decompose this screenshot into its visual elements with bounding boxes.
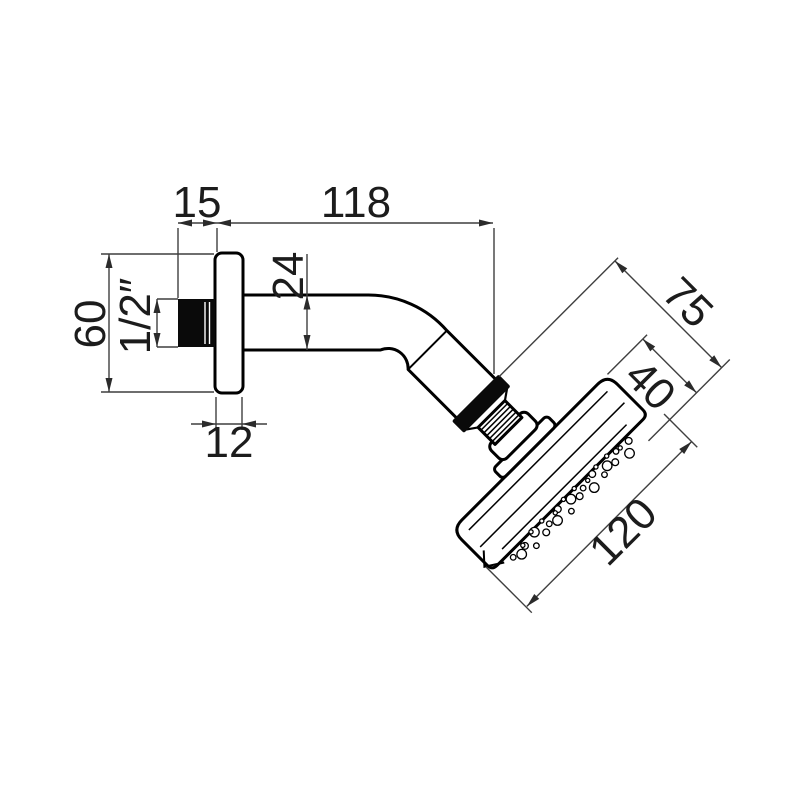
nozzle-dot: [601, 460, 613, 472]
head-faceplate-line: [501, 424, 628, 550]
dim-plate-height-label: 60: [66, 300, 115, 349]
dim-arrow: [105, 378, 113, 392]
dim-arrow: [303, 295, 311, 310]
nozzle-dot: [545, 520, 553, 528]
head-parting-line: [479, 402, 625, 548]
coupling-rib: [480, 402, 509, 431]
dim-plate-thickness-label: 12: [205, 418, 254, 467]
nozzle-dot: [601, 471, 608, 479]
wall-plate: [213, 251, 245, 395]
nozzle-dot: [588, 482, 600, 494]
nozzle-dot: [624, 436, 633, 445]
shower-arm-group: [241, 293, 497, 419]
taper-edge: [465, 426, 479, 431]
nozzle-dot: [560, 496, 567, 503]
nozzle-dot: [552, 510, 559, 516]
extension-line: [498, 257, 619, 378]
nozzle-dot: [567, 507, 575, 515]
dim-arm-length-label: 118: [321, 178, 391, 227]
dim-arrow: [679, 441, 692, 454]
nozzle-dot: [584, 477, 591, 484]
nozzle-dot: [603, 453, 610, 459]
nozzle-dot: [593, 464, 599, 470]
wall-plate-group: [213, 251, 245, 395]
nozzle-dot: [571, 485, 577, 492]
nozzle-dot: [509, 553, 517, 561]
nozzle-dot: [617, 445, 623, 451]
nozzle-dot: [542, 528, 551, 537]
dim-arrow: [614, 260, 628, 274]
dim-arrow: [202, 420, 216, 428]
faceplate-tip: [482, 550, 505, 568]
dim-thread-size-label: 1/2″: [111, 278, 160, 355]
arm-bend-joint-line: [407, 329, 448, 371]
dim-plate-thickness: 12: [191, 397, 267, 467]
extension-line: [663, 413, 698, 448]
head-assembly: [452, 375, 647, 570]
extension-line: [606, 334, 648, 375]
coupling-rib: [488, 411, 517, 440]
nozzle-dot: [516, 548, 528, 560]
dim-arrow: [153, 333, 161, 347]
extension-line: [485, 566, 533, 614]
dim-arrow: [203, 219, 217, 227]
dim-head-diameter-label: 120: [580, 488, 667, 575]
nozzle-dots: [509, 436, 635, 561]
nozzle-dot: [528, 529, 534, 535]
connector-nut: [452, 375, 510, 433]
nozzle-dot: [565, 493, 577, 505]
nozzle-dot: [611, 458, 620, 467]
dimension-line: [526, 441, 693, 607]
head-back-rim-line: [468, 390, 608, 531]
dim-arrow: [479, 219, 493, 227]
nozzle-dot: [579, 484, 587, 492]
nozzle-dot: [552, 515, 563, 526]
coupling-rib: [483, 405, 512, 434]
arm-inner-edge: [241, 346, 458, 419]
dim-thread-size: 1/2″: [111, 278, 178, 355]
nozzle-dot: [575, 492, 584, 501]
dim-head-depth-label: 75: [653, 268, 722, 337]
nozzle-dot: [588, 469, 597, 479]
dim-arrow: [153, 299, 161, 313]
arm-outer-edge: [241, 293, 497, 380]
dim-thread-protrusion-label: 15: [173, 178, 222, 227]
dim-arrow: [526, 593, 540, 607]
dim-arm-diameter-label: 24: [264, 252, 313, 301]
dim-arrow: [217, 219, 231, 227]
extension-line: [647, 359, 731, 442]
coupling-rib: [491, 414, 520, 443]
nozzle-dot: [520, 542, 526, 549]
taper-edge: [503, 388, 509, 401]
nozzle-dot: [532, 542, 540, 550]
dim-arrow: [709, 355, 722, 368]
dim-plate-height: 60: [66, 253, 214, 393]
dim-arrow: [105, 254, 113, 268]
dimension-line: [614, 260, 723, 369]
inlet-thread-group: [178, 299, 215, 347]
dim-thread-protrusion-and-arm-length: 15 118: [173, 178, 495, 374]
coupling-rib: [486, 408, 514, 437]
dim-arrow: [684, 380, 697, 393]
nozzle-dot: [539, 518, 545, 524]
dim-arm-diameter: 24: [264, 252, 313, 350]
dim-arrow: [642, 339, 656, 352]
dim-arrow: [178, 219, 192, 227]
nozzle-dot: [624, 447, 635, 459]
dim-arrow: [303, 335, 311, 349]
dim-arrow: [242, 420, 256, 428]
